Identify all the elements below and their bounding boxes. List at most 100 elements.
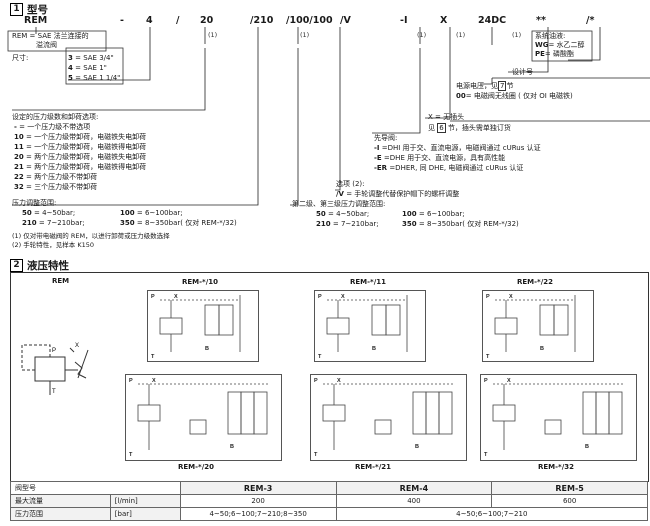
range-row2b: 350 = 8~350bar( 仅对 REM-*/32) (120, 219, 237, 227)
note-1-pilot: (1) (417, 31, 427, 39)
table-row: 最大流量 [l/min] 200 400 600 (10, 494, 648, 508)
svg-text:P: P (484, 378, 488, 384)
second-row2: 210 = 7~210bar; (316, 220, 379, 228)
code-dash1: - (120, 15, 124, 26)
code-rem: REM (24, 15, 48, 26)
cell: 200 (179, 494, 337, 508)
row-label: 压力范围 (10, 507, 111, 521)
svg-text:T: T (52, 389, 56, 395)
symbol-label-32: REM-*/32 (538, 463, 575, 471)
pilot-row-e: -E =DHE 用于交、直流电源，具有高性能 (374, 154, 506, 162)
range-row1b: 100 = 6~100bar; (120, 209, 183, 217)
row-unit: [bar] (109, 507, 181, 521)
hydraulic-symbols-panel (10, 272, 649, 482)
svg-text:T: T (151, 354, 155, 360)
section-number: 1 (10, 3, 23, 16)
row-unit: [l/min] (109, 494, 181, 508)
schematic-rem-22 (482, 290, 594, 362)
code-size: 4 (146, 15, 153, 26)
cell: 4~50;6~100;7~210;8~350 (179, 507, 337, 521)
note-1-second: (1) (300, 31, 310, 39)
section-title-text: 型号 (27, 4, 48, 16)
svg-text:X: X (174, 294, 178, 300)
size-row-4: 4 = SAE 1" (68, 64, 107, 72)
code-setting: 20 (200, 15, 214, 26)
svg-text:P: P (129, 378, 133, 384)
code-slash: / (176, 15, 180, 26)
seals-pe: PE= 磷酸酯 (535, 50, 575, 58)
svg-text:X: X (507, 378, 511, 384)
second-row2b: 350 = 8~350bar( 仅对 REM-*/32) (402, 220, 519, 228)
row-label: 最大流量 (10, 494, 111, 508)
footnote-1: (1) 仅对带电磁阀的 REM，以进行卸荷或压力级数选择 (12, 232, 170, 240)
schematic-rem-11 (314, 290, 426, 362)
svg-text:X: X (337, 378, 341, 384)
second-title: 第二级、第三级压力调整范围: (292, 200, 386, 208)
svg-text:X: X (152, 378, 156, 384)
symbol-label-22: REM-*/22 (517, 278, 554, 286)
cell: 400 (335, 494, 493, 508)
seals-title: 系统油液: (535, 32, 566, 40)
note-1-voltage: (1) (512, 31, 522, 39)
section-1-title: 1 型号 (10, 2, 48, 17)
svg-text:P: P (486, 294, 490, 300)
svg-text:X: X (341, 294, 345, 300)
pilot-title: 先导阀: (374, 134, 398, 142)
size-row-5: 5 = SAE 1 1/4" (68, 74, 121, 82)
size-row-3: 3 = SAE 3/4" (68, 54, 114, 62)
svg-text:B: B (205, 346, 209, 352)
symbol-label-11: REM-*/11 (350, 278, 387, 286)
second-row1b: 100 = 6~100bar; (402, 210, 465, 218)
code-seals: /* (586, 15, 595, 26)
settings-row-11: 11 = 一个压力级带卸荷，电磁铁得电卸荷 (14, 143, 147, 151)
pilot-row-er: -ER =DHER, 同 DHE, 电磁阀通过 cURus 认证 (374, 164, 524, 172)
code-pilot: -I (400, 15, 408, 26)
table-header-row: 阀型号 REM-3 REM-4 REM-5 (10, 481, 648, 495)
cell: 600 (491, 494, 648, 508)
seals-wg: WG= 水乙二醇 (535, 41, 585, 49)
rem-desc-2: 溢流阀 (36, 41, 57, 49)
svg-text:P: P (52, 348, 56, 354)
settings-title: 设定的压力级数和卸荷选项: (12, 113, 99, 121)
plug-line2: 见 6 节，插头需单独订货 (428, 123, 511, 133)
footnote-2: (2) 手轮特性，见样本 K150 (12, 241, 95, 249)
voltage-line2: 00= 电磁阀无线圈 ( 仅对 OI 电磁铁) (456, 92, 573, 100)
svg-text:T: T (314, 452, 318, 458)
settings-row-21: 21 = 两个压力级带卸荷，电磁铁得电卸荷 (14, 163, 147, 171)
settings-row-22: 22 = 两个压力级不带卸荷 (14, 173, 98, 181)
section-2-title: 2 液压特性 (10, 258, 69, 273)
range-row1: 50 = 4~50bar; (22, 209, 76, 217)
range-row2: 210 = 7~210bar; (22, 219, 85, 227)
symbol-label-20: REM-*/20 (178, 463, 215, 471)
code-plug: X (440, 15, 448, 26)
svg-text:P: P (314, 378, 318, 384)
svg-text:X: X (509, 294, 513, 300)
option-line1: 选项 (2): (336, 180, 365, 188)
section-title-text: 液压特性 (27, 260, 69, 272)
table-row: 压力范围 [bar] 4~50;6~100;7~210;8~350 4~50;6… (10, 507, 649, 521)
code-range: /210 (250, 15, 274, 26)
note-1-plug: (1) (456, 31, 466, 39)
schematic-rem-10 (147, 290, 259, 362)
svg-text:T: T (318, 354, 322, 360)
header-rem-3: REM-3 (179, 481, 337, 495)
svg-text:T: T (486, 354, 490, 360)
svg-text:T: T (129, 452, 133, 458)
second-row1: 50 = 4~50bar; (316, 210, 370, 218)
svg-text:P: P (318, 294, 322, 300)
rem-desc-1: REM = SAE 法兰连接的 (12, 32, 89, 40)
svg-text:B: B (372, 346, 376, 352)
schematic-rem-32 (480, 374, 637, 461)
code-voltage: 24DC (478, 15, 507, 26)
code-option: /V (340, 15, 351, 26)
spec-table: 阀型号 REM-3 REM-4 REM-5 最大流量 [l/min] 200 4… (10, 481, 649, 521)
settings-row-none: - = 一个压力级不带选项 (14, 123, 91, 131)
settings-row-32: 32 = 三个压力级不带卸荷 (14, 183, 98, 191)
header-model: 阀型号 (10, 481, 181, 495)
plug-line1: X = 无插头 (428, 113, 465, 121)
size-label: 尺寸: (12, 54, 29, 62)
svg-text:B: B (585, 444, 589, 450)
